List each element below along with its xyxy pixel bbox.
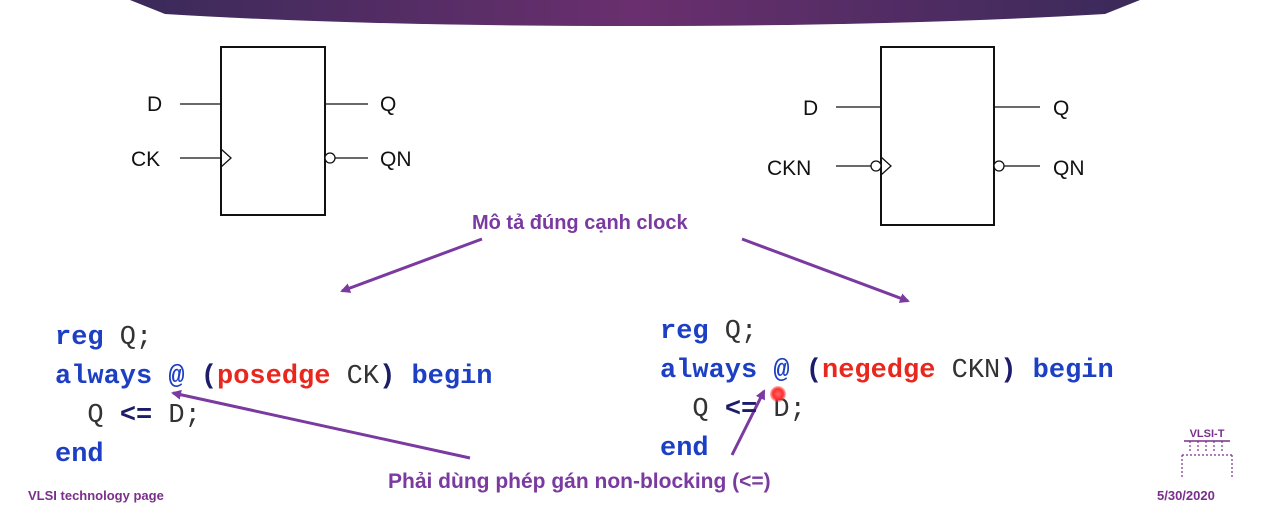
code-paren: )	[1000, 356, 1017, 386]
ff-negedge: D CKN Q QN	[767, 46, 1085, 226]
pin-qn-label: QN	[380, 148, 412, 171]
code-paren: )	[379, 362, 396, 392]
top-banner	[130, 0, 1140, 26]
code-text: Q	[660, 395, 725, 425]
laser-pointer-dot	[770, 386, 786, 402]
code-negedge: reg Q; always @ (negedge CKN) begin Q <=…	[660, 274, 1114, 469]
footer-page-name: VLSI technology page	[28, 488, 164, 503]
logo-text: VLSI-T	[1190, 428, 1225, 440]
code-text: Q;	[103, 323, 153, 353]
pin-ck-label: CK	[131, 148, 160, 171]
code-paren: (	[200, 362, 218, 392]
code-signal: CK	[330, 362, 380, 392]
pin-d-label: D	[803, 97, 818, 120]
code-keyword-end: end	[660, 434, 709, 464]
pin-q-label: Q	[1053, 97, 1069, 120]
code-nonblocking-op: <=	[724, 395, 758, 425]
clock-edge-annotation: Mô tả đúng cạnh clock	[472, 212, 688, 234]
code-paren: (	[805, 356, 823, 386]
footer-date: 5/30/2020	[1157, 488, 1215, 503]
non-blocking-annotation: Phải dùng phép gán non-blocking (<=)	[388, 470, 771, 493]
code-keyword-always: always	[660, 356, 758, 386]
code-keyword-negedge: negedge	[822, 356, 936, 386]
code-signal: CKN	[935, 356, 1001, 386]
pin-qn-label: QN	[1053, 157, 1085, 180]
code-text: Q;	[708, 317, 758, 347]
code-at: @	[152, 362, 201, 392]
code-keyword-posedge: posedge	[217, 362, 331, 392]
code-keyword-end: end	[55, 440, 104, 470]
vlsi-t-logo: VLSI-T	[1181, 428, 1233, 479]
ff-posedge: D CK Q QN	[131, 46, 412, 216]
code-keyword-reg: reg	[660, 317, 709, 347]
annotation-arrows	[171, 237, 910, 460]
code-posedge: reg Q; always @ (posedge CK) begin Q <= …	[55, 280, 492, 475]
code-text: D;	[152, 401, 201, 431]
code-nonblocking-op: <=	[119, 401, 153, 431]
code-text: Q	[55, 401, 120, 431]
code-keyword-begin: begin	[1016, 356, 1114, 386]
pin-ckn-label: CKN	[767, 157, 811, 180]
code-at: @	[757, 356, 806, 386]
code-keyword-always: always	[55, 362, 153, 392]
code-keyword-begin: begin	[395, 362, 493, 392]
pin-q-label: Q	[380, 93, 396, 116]
pin-d-label: D	[147, 93, 162, 116]
code-keyword-reg: reg	[55, 323, 104, 353]
